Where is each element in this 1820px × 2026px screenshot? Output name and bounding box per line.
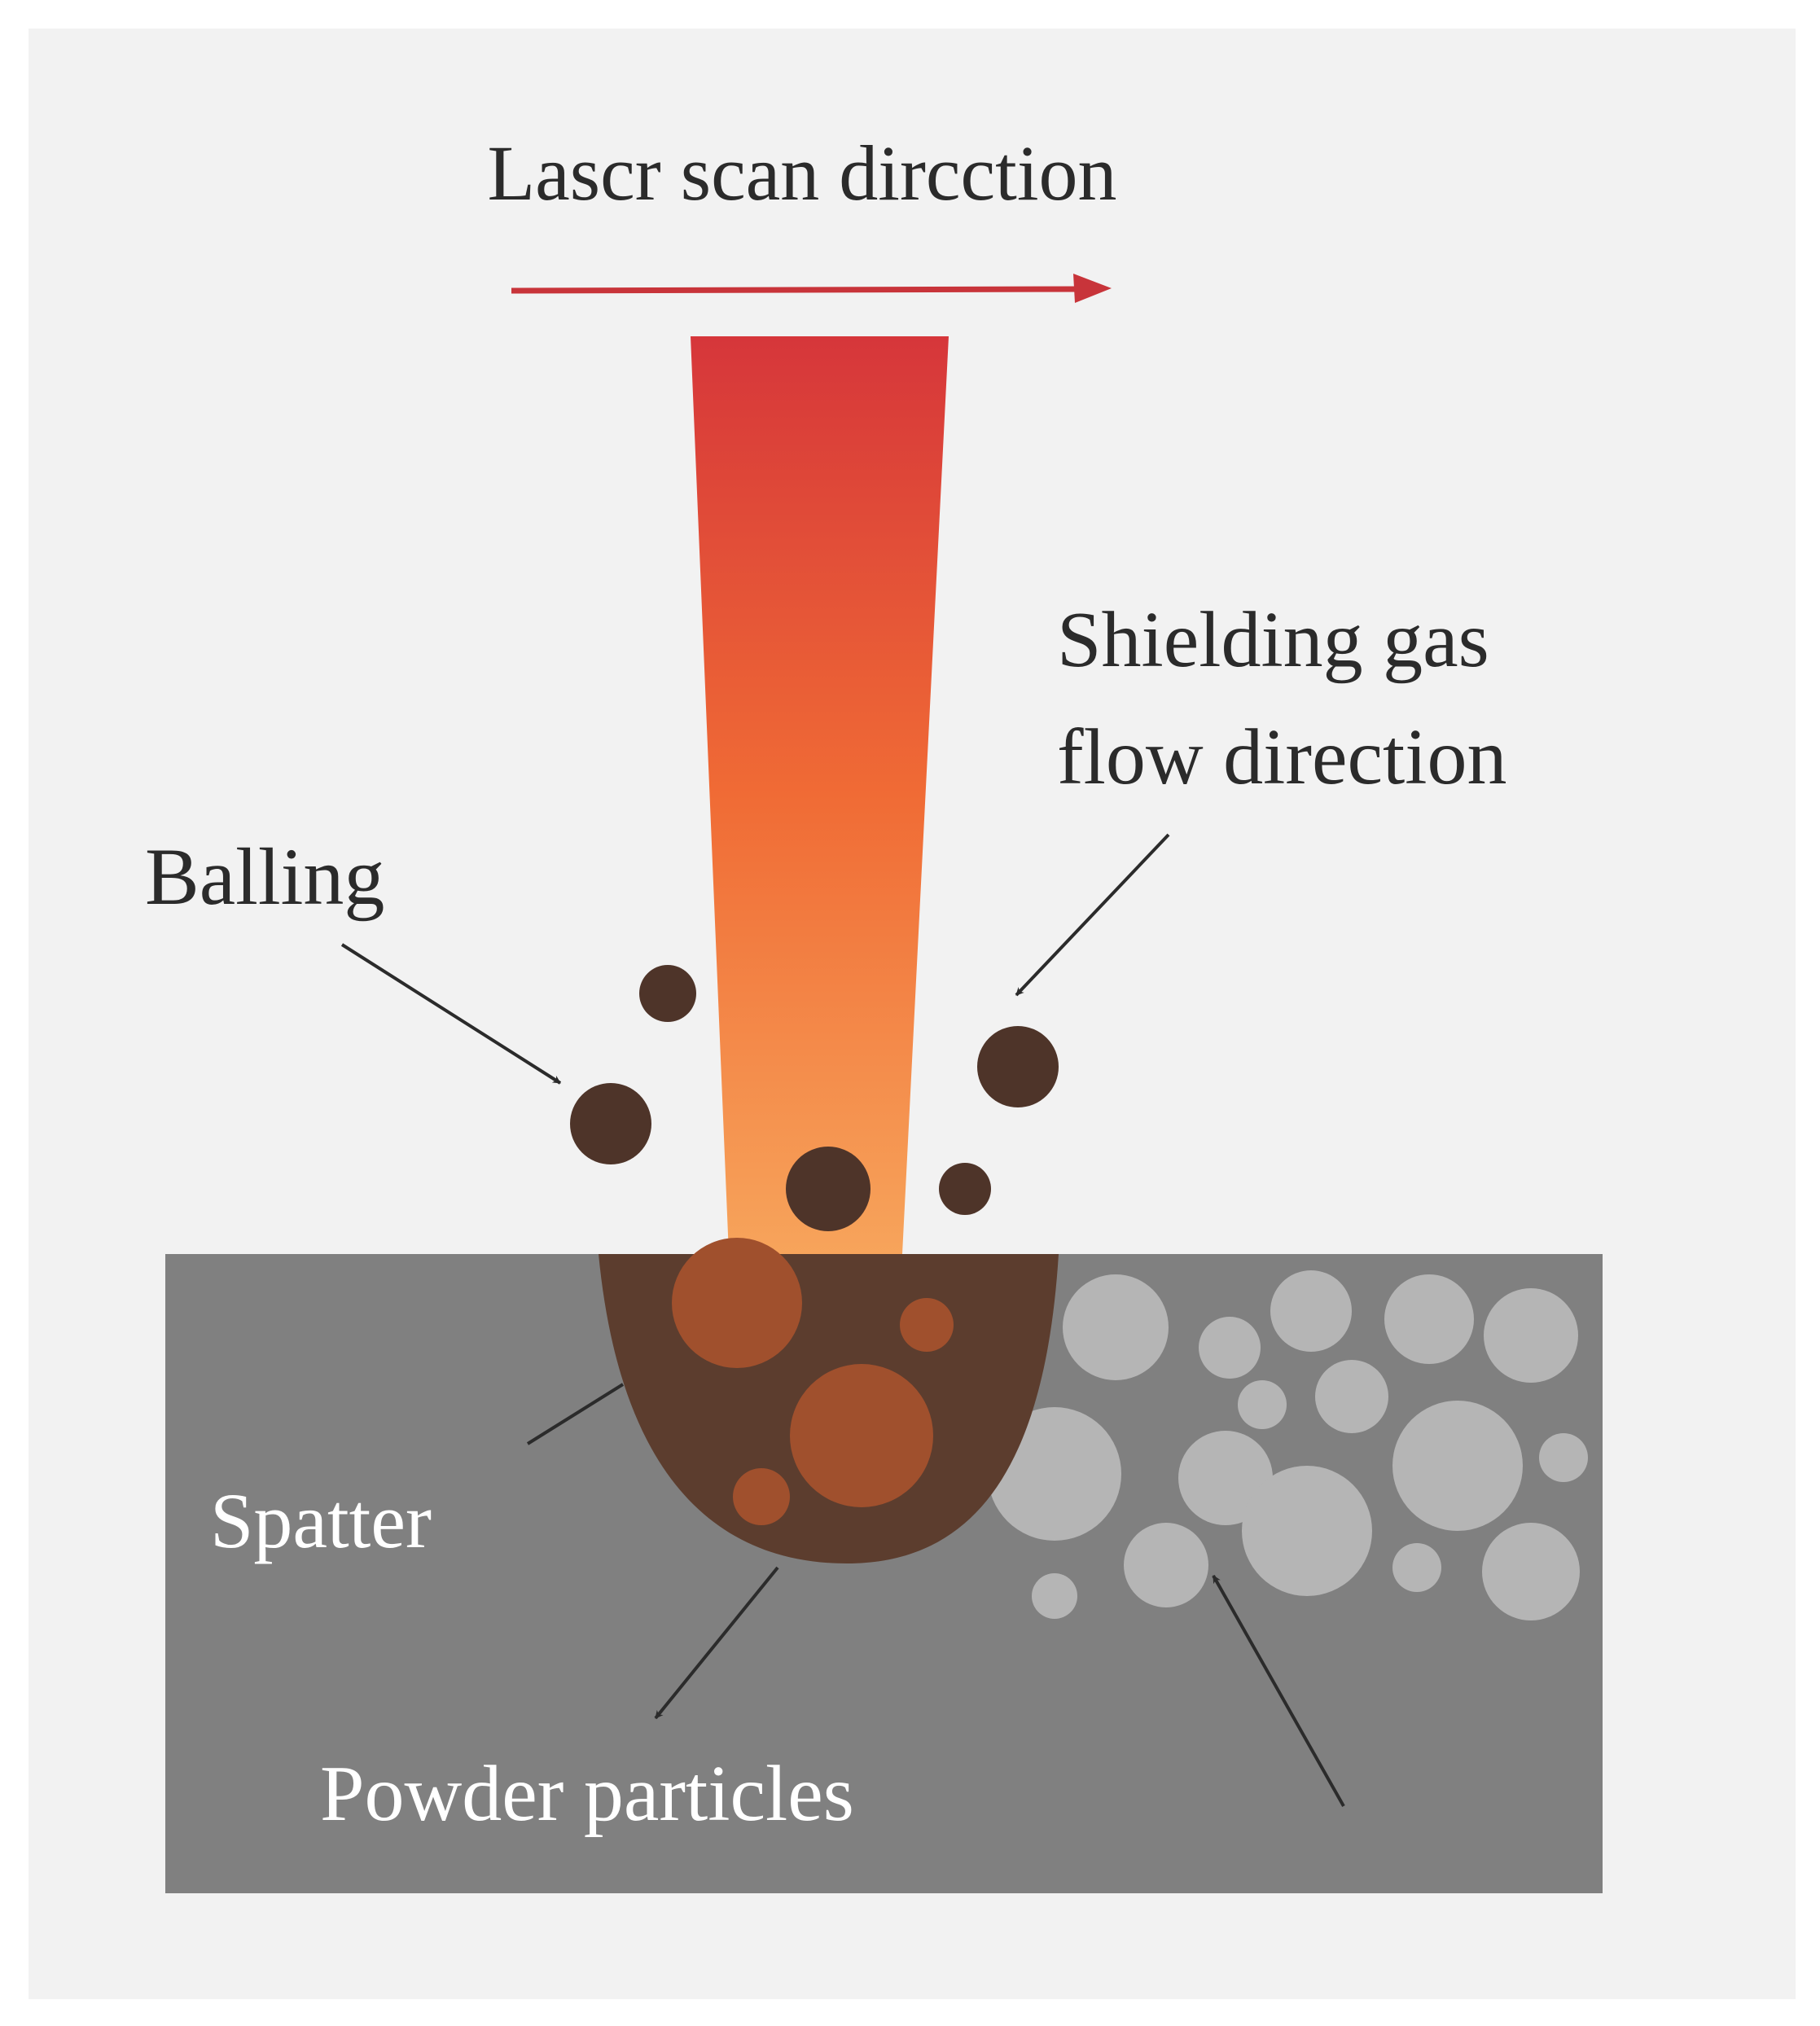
molten-droplet — [790, 1364, 933, 1507]
powder-particle — [1484, 1288, 1578, 1383]
powder-particle — [1482, 1523, 1580, 1620]
shielding-gas-label-line2: flow direction — [1057, 713, 1506, 801]
powder-particle — [1270, 1270, 1352, 1352]
powder-particle — [1539, 1433, 1588, 1482]
spatter-label: Spatter — [210, 1477, 432, 1564]
balling-particle — [977, 1026, 1059, 1107]
molten-droplet — [900, 1298, 954, 1352]
powder-particle — [1124, 1523, 1208, 1607]
powder-particle-group — [988, 1270, 1588, 1620]
powder-particle — [1063, 1274, 1169, 1380]
balling-label: Balling — [145, 831, 384, 922]
laser-scan-direction-label: Lascr scan dircction — [488, 129, 1117, 217]
powder-particle — [1392, 1543, 1441, 1592]
scan-direction-arrow — [511, 274, 1112, 303]
powder-bed-leader-arrow — [1212, 1575, 1345, 1807]
powder-particle — [1032, 1573, 1077, 1619]
balling-particle — [939, 1163, 991, 1215]
powder-particle — [1199, 1317, 1261, 1379]
powder-particle — [1315, 1360, 1388, 1433]
spatter-leader-line — [526, 1383, 625, 1445]
molten-droplet — [733, 1468, 790, 1525]
scan-arrow-head — [1073, 274, 1112, 303]
balling-particle-group — [570, 965, 1059, 1231]
powder-particle — [1384, 1274, 1474, 1364]
powder-particles-label: Powder particles — [320, 1750, 854, 1838]
laser-beam — [691, 336, 949, 1254]
scan-arrow-shaft — [511, 286, 1088, 294]
balling-particle — [786, 1147, 871, 1231]
shielding-gas-leader-arrow — [1015, 833, 1170, 997]
powder-particle — [1238, 1380, 1287, 1429]
powder-particle — [1392, 1401, 1523, 1531]
balling-particle — [639, 965, 696, 1022]
powder-leader-arrow — [654, 1566, 779, 1720]
molten-droplet — [672, 1238, 802, 1368]
molten-droplet-group — [672, 1238, 954, 1525]
balling-leader-arrow — [340, 943, 562, 1085]
balling-particle — [570, 1083, 651, 1164]
shielding-gas-label-line1: Shielding gas — [1057, 596, 1489, 684]
powder-particle — [1242, 1466, 1372, 1596]
